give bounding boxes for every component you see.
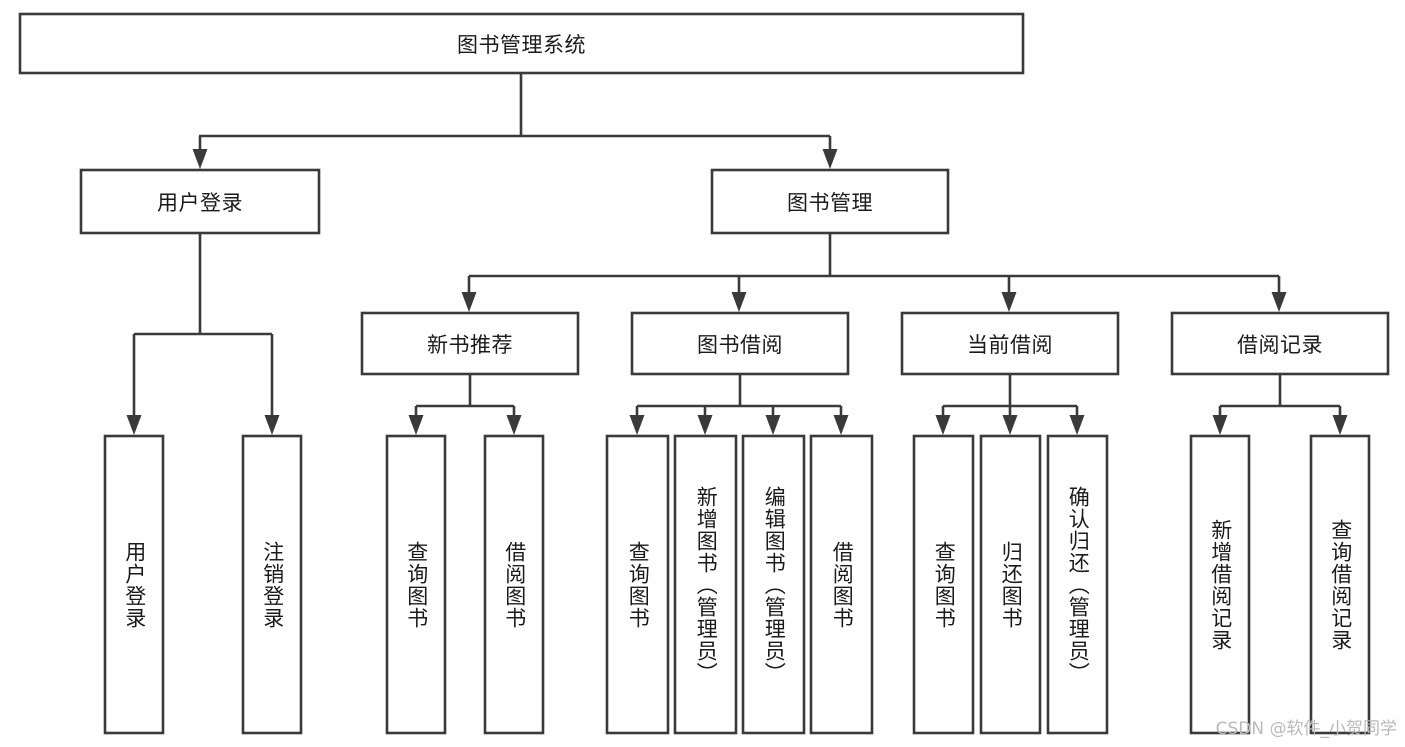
arrow-to-book-borrow: [731, 292, 747, 312]
arrow-to-leaf-add-book: [697, 415, 713, 435]
node-book-manage[interactable]: [710, 168, 950, 235]
arrow-to-leaf-user-login: [126, 415, 142, 435]
node-leaf-query-book-3[interactable]: [912, 434, 975, 735]
node-leaf-add-book[interactable]: [673, 434, 738, 735]
node-book-borrow[interactable]: [630, 311, 850, 376]
arrow-to-leaf-return-book: [1002, 415, 1018, 435]
node-leaf-edit-book[interactable]: [741, 434, 806, 735]
node-leaf-borrow-book-2[interactable]: [809, 434, 874, 735]
node-leaf-add-record[interactable]: [1189, 434, 1251, 735]
node-leaf-query-book-1[interactable]: [385, 434, 447, 735]
node-new-book-rec[interactable]: [360, 311, 580, 376]
arrow-to-leaf-query-record: [1332, 415, 1348, 435]
arrow-to-leaf-borrow-book-1: [506, 415, 522, 435]
arrow-to-user-login: [192, 149, 208, 169]
arrow-to-new-book-rec: [461, 292, 477, 312]
node-leaf-query-record[interactable]: [1309, 434, 1371, 735]
arrow-to-leaf-edit-book: [765, 415, 781, 435]
node-leaf-user-logout[interactable]: [241, 434, 303, 735]
arrow-to-book-manage: [822, 149, 838, 169]
arrow-to-leaf-confirm-return: [1069, 415, 1085, 435]
arrow-to-leaf-query-book-2: [629, 415, 645, 435]
node-leaf-borrow-book-1[interactable]: [483, 434, 545, 735]
arrow-to-leaf-add-record: [1212, 415, 1228, 435]
node-leaf-query-book-2[interactable]: [605, 434, 670, 735]
arrow-to-borrow-record: [1271, 292, 1287, 312]
node-root[interactable]: [18, 12, 1025, 75]
node-current-borrow[interactable]: [900, 311, 1120, 376]
arrow-to-leaf-borrow-book-2: [833, 415, 849, 435]
node-leaf-confirm-return[interactable]: [1046, 434, 1109, 735]
arrow-to-leaf-query-book-1: [408, 415, 424, 435]
node-leaf-user-login[interactable]: [103, 434, 165, 735]
node-leaf-return-book[interactable]: [979, 434, 1042, 735]
arrow-to-current-borrow: [1001, 292, 1017, 312]
arrow-to-leaf-user-logout: [264, 415, 280, 435]
box-layer: [18, 12, 1390, 735]
arrow-to-leaf-query-book-3: [935, 415, 951, 435]
node-borrow-record[interactable]: [1170, 311, 1390, 376]
node-user-login[interactable]: [79, 168, 321, 235]
arrow-layer: [126, 149, 1348, 435]
